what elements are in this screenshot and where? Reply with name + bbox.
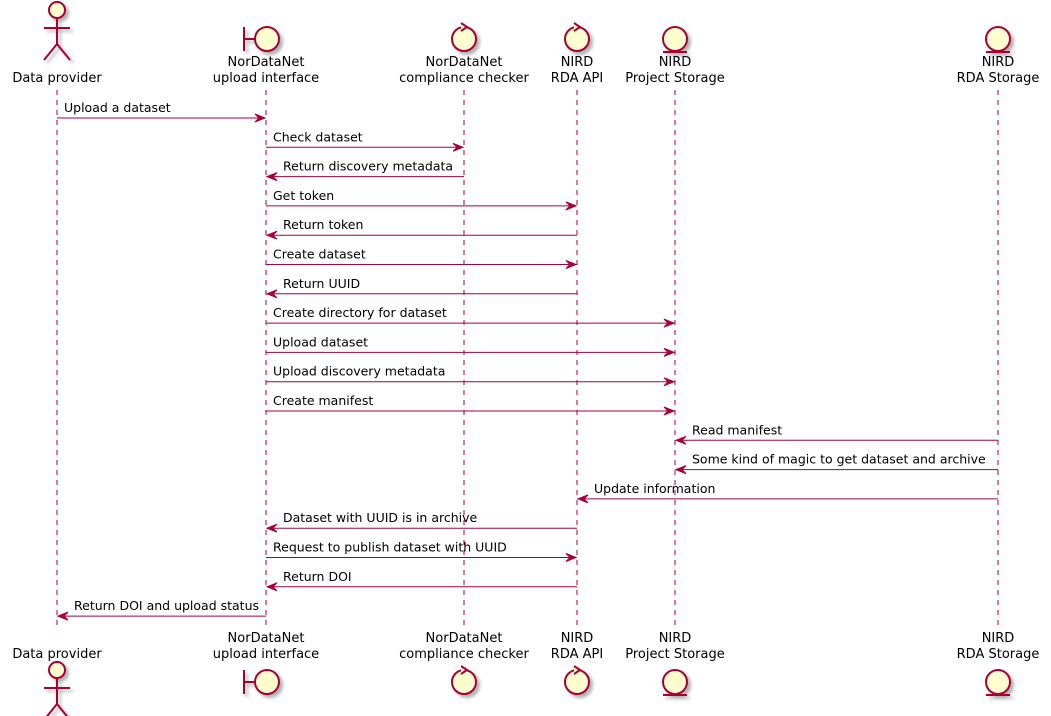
arrowhead-icon (663, 347, 676, 357)
arrowhead-icon (265, 172, 278, 182)
participant-upload-title-top: NorDataNet (228, 55, 305, 70)
message-label: Upload a dataset (64, 100, 171, 115)
participant-api-name-top: RDA API (551, 71, 603, 86)
message-label: Create manifest (273, 393, 373, 408)
message-16: Request to publish dataset with UUID (266, 540, 578, 562)
message-9: Upload dataset (266, 334, 676, 357)
participant-rda-title-top: NIRD (982, 55, 1015, 70)
entity-rda-top-icon (985, 26, 1011, 53)
participant-checker-title-bottom: NorDataNet (426, 631, 503, 646)
arrowhead-icon (663, 406, 676, 416)
arrowhead-icon (265, 582, 278, 592)
message-label: Upload discovery metadata (273, 364, 445, 379)
message-label: Return discovery metadata (283, 159, 453, 174)
arrowhead-icon (576, 494, 589, 504)
participant-project-name-top: Project Storage (625, 71, 724, 86)
message-label: Create directory for dataset (273, 305, 447, 320)
participant-rda-title-bottom: NIRD (982, 631, 1015, 646)
actor-provider-bottom-icon (44, 661, 70, 716)
message-label: Return token (283, 217, 363, 232)
control-api-bottom-icon (564, 665, 590, 695)
message-2: Check dataset (266, 129, 465, 152)
arrowhead-icon (565, 201, 578, 211)
arrowhead-icon (663, 318, 676, 328)
message-label: Get token (273, 188, 334, 203)
message-label: Some kind of magic to get dataset and ar… (692, 452, 986, 467)
arrowhead-icon (265, 230, 278, 240)
participant-upload-name-top: upload interface (213, 71, 319, 86)
arrowhead-icon (565, 553, 578, 562)
participant-upload-name-bottom: upload interface (213, 647, 319, 662)
participant-provider-name-top: Data provider (12, 71, 102, 86)
message-10: Upload discovery metadata (266, 364, 676, 387)
entity-rda-bottom-icon (985, 669, 1011, 696)
arrowhead-icon (56, 611, 69, 621)
message-11: Create manifest (266, 393, 676, 416)
message-14: Update information (576, 481, 998, 504)
message-8: Create directory for dataset (266, 305, 676, 328)
boundary-upload-top-icon (243, 26, 280, 52)
message-label: Check dataset (273, 129, 363, 144)
message-label: Return UUID (283, 276, 360, 291)
participant-project-name-bottom: Project Storage (625, 647, 724, 662)
message-4: Get token (266, 188, 578, 211)
participant-checker-name-bottom: compliance checker (399, 647, 529, 662)
arrowhead-icon (674, 435, 687, 445)
control-checker-bottom-icon (451, 665, 477, 695)
participant-api-title-top: NIRD (561, 55, 594, 70)
entity-project-bottom-icon (662, 669, 688, 696)
message-label: Update information (594, 481, 715, 496)
lifelines (56, 90, 999, 630)
participant-project-title-bottom: NIRD (659, 631, 692, 646)
participant-rda-name-top: RDA Storage (957, 71, 1040, 86)
message-5: Return token (265, 217, 577, 240)
message-1: Upload a dataset (57, 100, 267, 123)
message-17: Return DOI (265, 569, 577, 592)
message-label: Create dataset (273, 247, 366, 262)
message-label: Upload dataset (273, 334, 368, 349)
message-13: Some kind of magic to get dataset and ar… (674, 452, 998, 475)
message-label: Dataset with UUID is in archive (283, 510, 478, 525)
message-3: Return discovery metadata (265, 159, 464, 182)
participant-api-name-bottom: RDA API (551, 647, 603, 662)
arrowhead-icon (265, 289, 278, 299)
message-6: Create dataset (266, 247, 578, 269)
arrowhead-icon (674, 465, 687, 475)
participant-upload-title-bottom: NorDataNet (228, 631, 305, 646)
message-15: Dataset with UUID is in archive (265, 510, 577, 533)
message-label: Read manifest (692, 422, 782, 437)
message-12: Read manifest (674, 422, 998, 445)
message-label: Return DOI (283, 569, 352, 584)
participant-api-title-bottom: NIRD (561, 631, 594, 646)
control-checker-top-icon (451, 22, 477, 52)
participant-rda-name-bottom: RDA Storage (957, 647, 1040, 662)
entity-project-top-icon (662, 26, 688, 53)
participant-checker-title-top: NorDataNet (426, 55, 503, 70)
message-label: Request to publish dataset with UUID (273, 540, 507, 555)
actor-provider-top-icon (43, 1, 71, 61)
boundary-upload-bottom-icon (243, 669, 280, 695)
arrowhead-icon (265, 523, 278, 533)
message-18: Return DOI and upload status (56, 598, 266, 621)
arrowhead-icon (565, 260, 578, 269)
arrowhead-icon (663, 377, 676, 387)
message-label: Return DOI and upload status (74, 598, 259, 613)
arrowhead-icon (452, 142, 465, 152)
participant-project-title-top: NIRD (659, 55, 692, 70)
participant-provider-name-bottom: Data provider (12, 647, 102, 662)
message-7: Return UUID (265, 276, 577, 299)
control-api-top-icon (564, 22, 590, 52)
arrowhead-icon (254, 113, 267, 123)
participant-checker-name-top: compliance checker (399, 71, 529, 86)
